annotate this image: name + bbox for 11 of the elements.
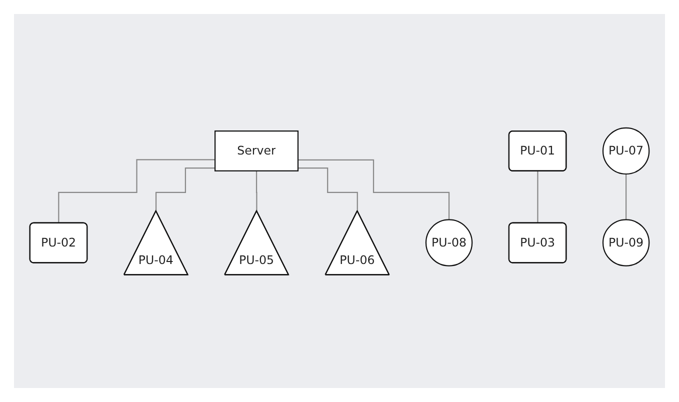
connector	[626, 173, 627, 220]
node-circle: PU-08	[425, 218, 473, 266]
connector	[537, 170, 538, 224]
connector	[298, 167, 358, 212]
connector	[58, 158, 216, 224]
connector	[298, 159, 450, 220]
node-box: Server	[214, 130, 299, 172]
connector	[155, 167, 216, 212]
node-circle: PU-07	[602, 127, 650, 174]
connector	[256, 170, 258, 212]
node-circle: PU-09	[602, 218, 650, 266]
